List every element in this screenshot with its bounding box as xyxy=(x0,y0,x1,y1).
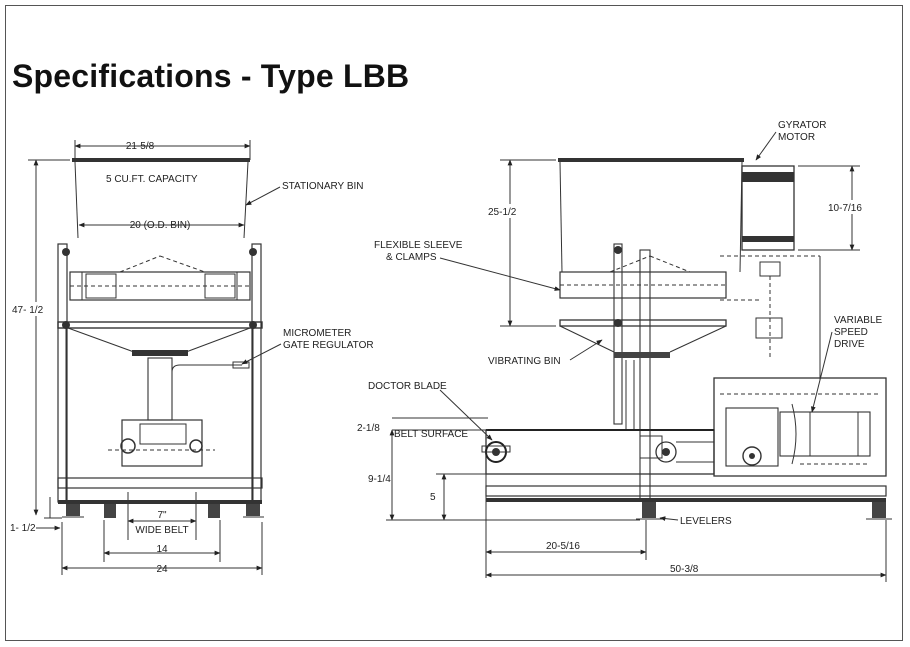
front-view: 21-5/8 5 CU.FT. CAPACITY STATIONARY BIN … xyxy=(10,140,374,575)
dim-14: 14 xyxy=(156,544,168,555)
flexible-sleeve-label-2: & CLAMPS xyxy=(386,252,437,263)
dim-2: 2-1/8 xyxy=(357,423,380,434)
gate-plate xyxy=(132,350,188,356)
stationary-bin-label: STATIONARY BIN xyxy=(282,181,364,192)
dim-24: 24 xyxy=(156,564,168,575)
dim-10: 10-7/16 xyxy=(828,203,862,214)
levelers-label: LEVELERS xyxy=(680,516,732,527)
dim-50: 50-3/8 xyxy=(670,564,699,575)
dim-od-bin: 20 (O.D. BIN) xyxy=(130,220,191,231)
variable-label-3: DRIVE xyxy=(834,339,865,350)
page-title: Specifications - Type LBB xyxy=(12,58,410,94)
dim-20: 20-5/16 xyxy=(546,541,580,552)
micrometer-label-2: GATE REGULATOR xyxy=(283,340,374,351)
flexible-sleeve-label-1: FLEXIBLE SLEEVE xyxy=(374,240,463,251)
variable-label-2: SPEED xyxy=(834,327,868,338)
dim-height: 47- 1/2 xyxy=(12,305,44,316)
vibrating-bin-label: VIBRATING BIN xyxy=(488,356,561,367)
dim-9: 9-1/4 xyxy=(368,474,391,485)
variable-label-1: VARIABLE xyxy=(834,315,882,326)
side-view: 25-1/2 GYRATOR MOTOR 10-7/16 FLEXIBLE SL… xyxy=(357,120,892,582)
gyrator-label-2: MOTOR xyxy=(778,132,815,143)
doctor-blade-label: DOCTOR BLADE xyxy=(368,381,447,392)
dim-bottom: 1- 1/2 xyxy=(10,523,36,534)
dim-top-width: 21-5/8 xyxy=(126,141,155,152)
dim-5: 5 xyxy=(430,492,436,503)
belt-width: 7" xyxy=(157,510,167,521)
wide-belt-label: WIDE BELT xyxy=(135,525,188,536)
micrometer-label-1: MICROMETER xyxy=(283,328,351,339)
gyrator-label-1: GYRATOR xyxy=(778,120,827,131)
belt-surface-label: BELT SURFACE xyxy=(394,429,468,440)
bin-lid xyxy=(72,158,250,162)
drawing-frame xyxy=(5,5,903,641)
capacity-label: 5 CU.FT. CAPACITY xyxy=(106,174,198,185)
dim-25: 25-1/2 xyxy=(488,207,517,218)
